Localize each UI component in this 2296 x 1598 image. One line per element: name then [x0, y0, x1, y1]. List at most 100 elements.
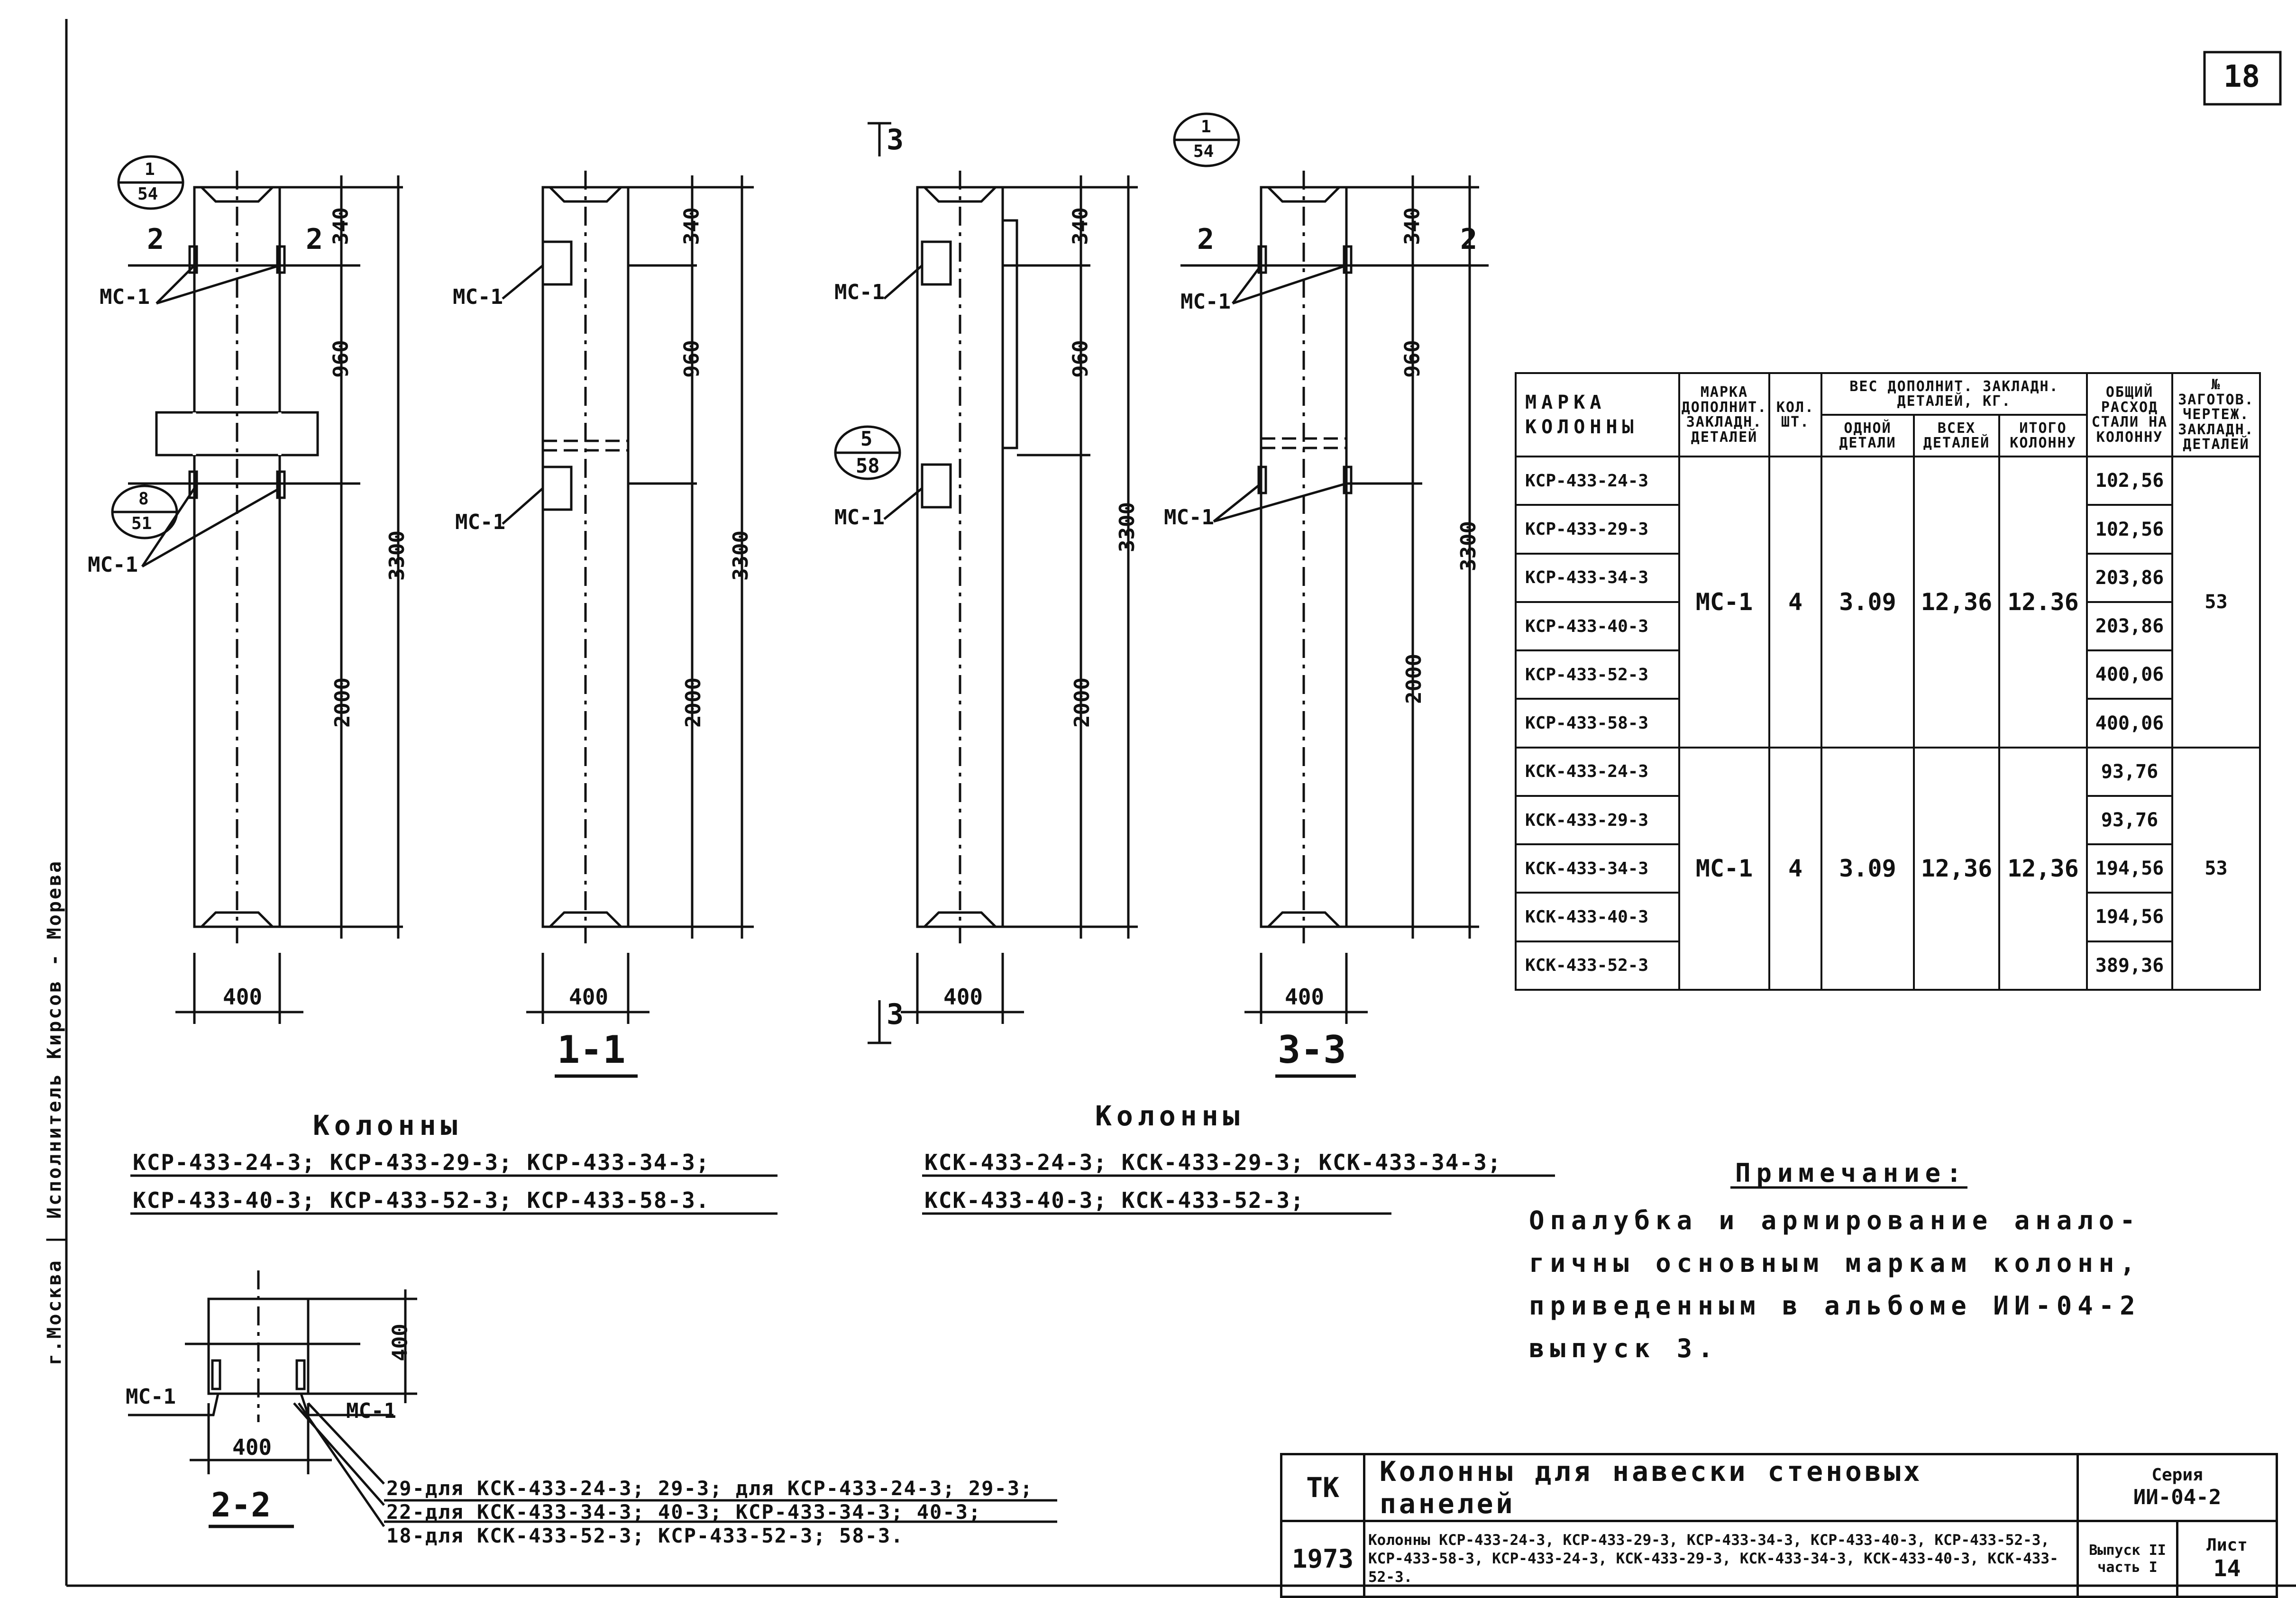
- row-steel: 203,86: [2086, 601, 2173, 652]
- row-mark: КСК-433-34-3: [1515, 843, 1680, 894]
- hdr-total: ИТОГО КОЛОННУ: [1998, 414, 2088, 458]
- dim-960-col2: 960: [679, 340, 704, 378]
- row-mark: КСК-433-52-3: [1515, 940, 1680, 991]
- dim-960-col4: 960: [1400, 340, 1425, 378]
- hdr-steel: ОБЩИЙ РАСХОД СТАЛИ НА КОЛОННУ: [2086, 372, 2173, 458]
- mc1-label-5: МС-1: [834, 280, 885, 304]
- column-1-outline: [128, 171, 403, 1024]
- title-block-title: Колонны для навески стеновых панелей: [1363, 1453, 2079, 1522]
- title-block-subtitle: Колонны КСР-433-24-3, КСР-433-29-3, КСР-…: [1363, 1520, 2079, 1598]
- g1-total: 12.36: [1998, 456, 2088, 749]
- row-steel: 400,06: [2086, 649, 2173, 700]
- row-mark: КСР-433-40-3: [1515, 601, 1680, 652]
- mc1-label-9: МС-1: [126, 1385, 176, 1409]
- hdr-add-mark: МАРКА ДОПОЛНИТ. ЗАКЛАДН. ДЕТАЛЕЙ: [1678, 372, 1770, 458]
- dim-960-col3: 960: [1068, 340, 1093, 378]
- title-block-issue: Выпуск II часть I: [2076, 1520, 2178, 1598]
- mc1-label-6: МС-1: [834, 505, 885, 530]
- row-steel: 194,56: [2086, 843, 2173, 894]
- title-block-sheet-cell: Лист 14: [2176, 1520, 2278, 1598]
- cut-mark-2d: 2: [1460, 223, 1478, 256]
- g1-drawing: 53: [2171, 456, 2261, 749]
- dim-340-col1: 340: [329, 207, 353, 245]
- cut-mark-3b: 3: [887, 998, 904, 1031]
- row-mark: КСК-433-24-3: [1515, 746, 1680, 797]
- cut-mark-2a: 2: [147, 223, 165, 256]
- leader-mc1-e: [883, 265, 923, 300]
- leader-mc1-d: [502, 487, 544, 525]
- section-title-1-1: 1-1: [557, 1028, 626, 1072]
- dim-960-col1: 960: [329, 340, 353, 378]
- row-mark: КСР-433-34-3: [1515, 552, 1680, 603]
- callout-circle-4: [1173, 112, 1240, 167]
- dim-400-col2: 400: [569, 984, 609, 1010]
- dim-400-col4: 400: [1285, 984, 1325, 1010]
- dim-400-sec22: 400: [232, 1434, 272, 1460]
- title-block-sheet-label: Лист: [2206, 1535, 2248, 1555]
- g2-all: 12,36: [1913, 746, 2000, 991]
- callout-3-top: 5: [860, 427, 873, 450]
- hdr-mark: МАРКА КОЛОННЫ: [1515, 372, 1680, 458]
- cut-mark-2b: 2: [306, 223, 323, 256]
- callout-3-bottom: 58: [856, 454, 880, 477]
- row-steel: 93,76: [2086, 794, 2173, 846]
- row-mark: КСР-433-24-3: [1515, 456, 1680, 506]
- g1-all: 12,36: [1913, 456, 2000, 749]
- callout-2-bottom: 51: [131, 514, 152, 533]
- hdr-drawing: № ЗАГОТОВ. ЧЕРТЕЖ. ЗАКЛАДН. ДЕТАЛЕЙ: [2171, 372, 2261, 458]
- spec-table: МАРКА КОЛОННЫ МАРКА ДОПОЛНИТ. ЗАКЛАДН. Д…: [1515, 372, 2261, 991]
- g1-one: 3.09: [1820, 456, 1915, 749]
- section-title-2-2: 2-2: [211, 1486, 271, 1525]
- leader-mc1-h: [1213, 482, 1347, 523]
- title-block-series: ИИ-04-2: [2133, 1485, 2222, 1510]
- g2-qty: 4: [1768, 746, 1822, 991]
- g2-add-mark: МС-1: [1678, 746, 1770, 991]
- group-ksr-line1: КСР-433-24-3; КСР-433-29-3; КСР-433-34-3…: [133, 1150, 710, 1175]
- g2-one: 3.09: [1820, 746, 1915, 991]
- dim-400-col3: 400: [943, 984, 983, 1010]
- row-steel: 102,56: [2086, 456, 2173, 506]
- mc1-label-3: МС-1: [453, 285, 503, 309]
- cut-mark-3a: 3: [887, 123, 904, 156]
- dim-2000-col3: 2000: [1070, 677, 1094, 728]
- title-block-org: ТК: [1280, 1453, 1365, 1522]
- section-2-2-outline: [128, 1270, 417, 1528]
- dim-2000-col1: 2000: [330, 677, 355, 728]
- title-block-series-cell: Серия ИИ-04-2: [2076, 1453, 2278, 1522]
- group-ksk-line1: КСК-433-24-3; КСК-433-29-3; КСК-433-34-3…: [924, 1150, 1502, 1175]
- mc1-label-8: МС-1: [1164, 505, 1214, 530]
- note-line-1: Опалубка и армирование анало-: [1529, 1205, 2141, 1235]
- sec22-note-3: 18-для КСК-433-52-3; КСР-433-52-3; 58-3.: [386, 1524, 904, 1547]
- row-steel: 203,86: [2086, 552, 2173, 603]
- g1-qty: 4: [1768, 456, 1822, 749]
- title-block-year: 1973: [1280, 1520, 1365, 1598]
- cut-mark-2c: 2: [1197, 223, 1215, 256]
- note-line-2: гичны основным маркам колонн,: [1529, 1248, 2141, 1278]
- leader-mc1-g: [1232, 264, 1347, 305]
- note-title: Примечание:: [1735, 1158, 1967, 1188]
- mc1-label-2: МС-1: [88, 553, 138, 577]
- dim-340-col2: 340: [679, 207, 704, 245]
- callout-4-top: 1: [1201, 117, 1211, 137]
- row-mark: КСР-433-58-3: [1515, 698, 1680, 749]
- title-block-sheet: 14: [2213, 1555, 2241, 1582]
- row-steel: 389,36: [2086, 940, 2173, 991]
- hdr-weight: ВЕС ДОПОЛНИТ. ЗАКЛАДН. ДЕТАЛЕЙ, КГ.: [1820, 372, 2088, 416]
- row-steel: 102,56: [2086, 504, 2173, 555]
- g1-add-mark: МС-1: [1678, 456, 1770, 749]
- dim-2000-col4: 2000: [1401, 654, 1426, 704]
- column-4-outline: [1180, 171, 1489, 1078]
- group-ksk-line2: КСК-433-40-3; КСК-433-52-3;: [924, 1187, 1305, 1213]
- dim-400-sec22-v: 400: [388, 1324, 412, 1361]
- note-line-4: выпуск 3.: [1529, 1333, 1719, 1363]
- mc1-label-7: МС-1: [1180, 290, 1231, 314]
- mc1-label-1: МС-1: [100, 285, 150, 309]
- dim-400-col1: 400: [223, 984, 263, 1010]
- dim-3300-col3: 3300: [1115, 502, 1139, 552]
- sec22-note-1: 29-для КСК-433-24-3; 29-3; для КСР-433-2…: [386, 1477, 1034, 1500]
- sheet-number-box: [2203, 51, 2282, 106]
- row-steel: 93,76: [2086, 746, 2173, 797]
- callout-circle-2: [111, 484, 178, 539]
- dim-3300-col4: 3300: [1456, 521, 1481, 571]
